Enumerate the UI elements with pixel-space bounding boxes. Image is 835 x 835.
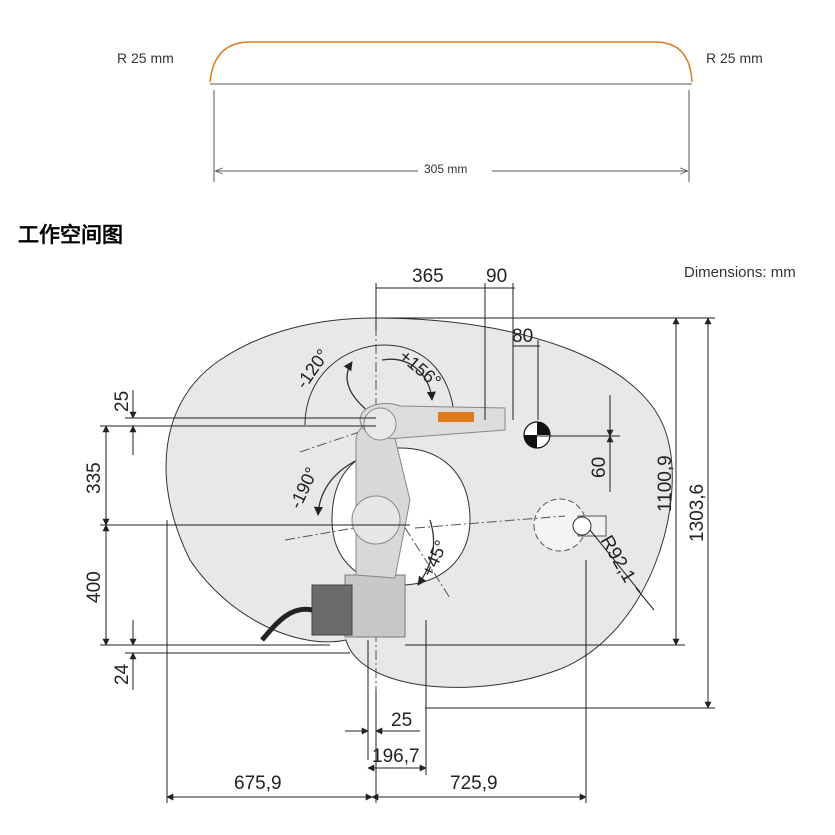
profile-arc: [209, 41, 693, 83]
dim-80: 80: [512, 326, 533, 347]
dim-725-9: 725,9: [450, 773, 498, 794]
robot-shoulder: [351, 495, 401, 545]
robot-base: [344, 574, 406, 638]
dim-24: 24: [112, 663, 133, 685]
radius-label-right: R 25 mm: [706, 50, 763, 66]
dimension-lines: [100, 283, 715, 803]
dim-25-top: 25: [112, 391, 133, 412]
profile-width-label: 305 mm: [420, 162, 472, 176]
section-title: 工作空间图: [18, 223, 123, 247]
dim-90: 90: [486, 266, 507, 287]
robot-logo: [438, 412, 474, 422]
dim-1100-9: 1100,9: [655, 455, 676, 512]
dim-1303-6: 1303,6: [687, 484, 708, 542]
dim-675-9: 675,9: [234, 773, 282, 794]
radius-label-left: R 25 mm: [117, 50, 174, 66]
arc-pos156: [381, 358, 436, 401]
arc-pos45: [417, 519, 435, 586]
dim-335: 335: [84, 462, 105, 494]
robot-cable: [260, 606, 313, 642]
dim-196-7: 196,7: [372, 746, 420, 767]
profile-drawing: [209, 41, 693, 182]
dim-60: 60: [589, 457, 610, 478]
robot-arm: [260, 403, 607, 642]
inner-loop-upper: [304, 344, 456, 431]
dim-365: 365: [412, 266, 444, 287]
robot-elbow: [363, 407, 397, 441]
tool-center: [572, 516, 592, 536]
dim-25-bottom: 25: [391, 710, 412, 731]
tcp-marker: [523, 421, 551, 449]
robot-motor-box: [311, 584, 353, 636]
dim-400: 400: [84, 571, 105, 603]
units-note: Dimensions: mm: [684, 264, 796, 281]
